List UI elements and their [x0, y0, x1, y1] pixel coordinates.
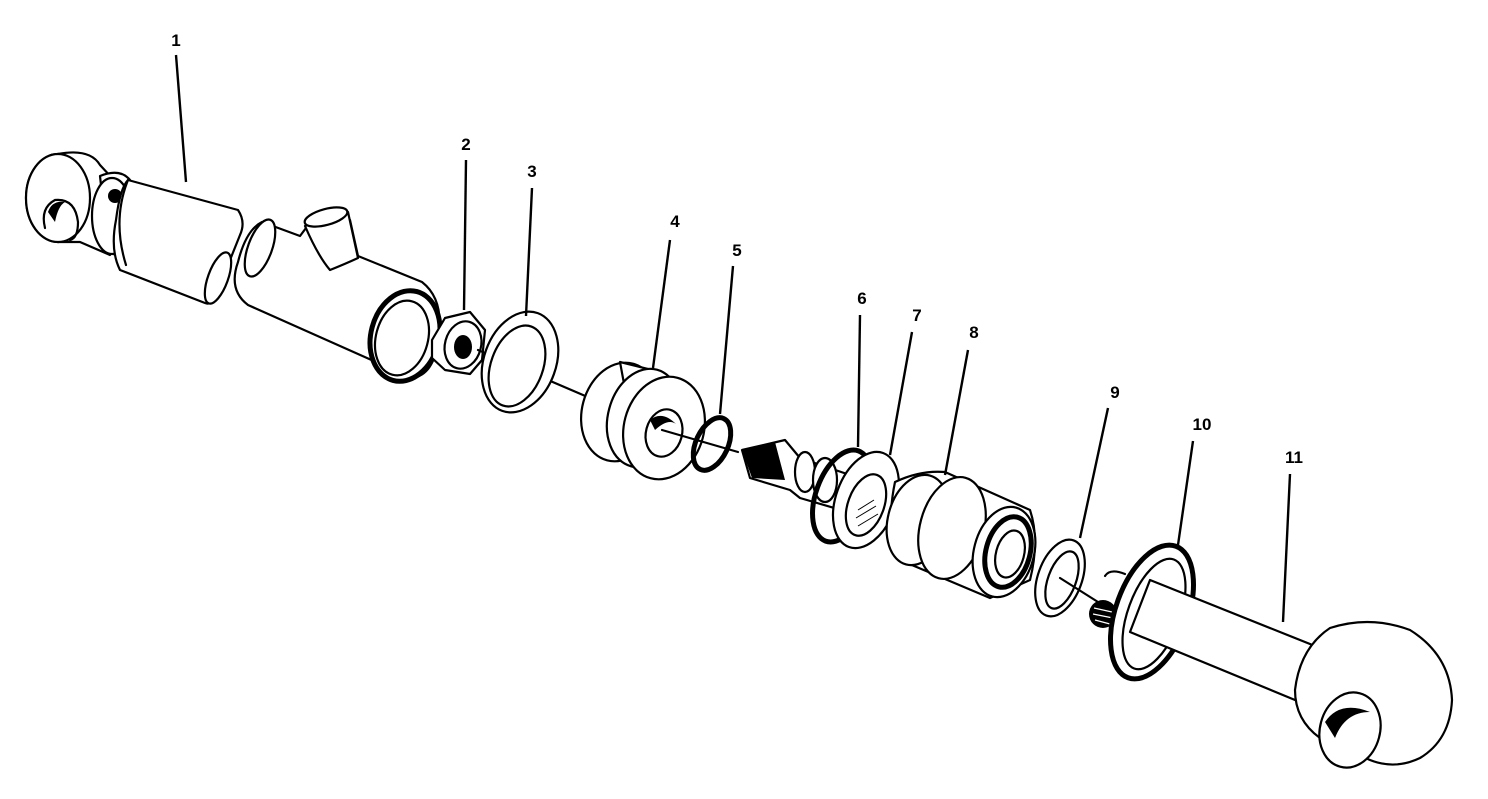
leader-6	[856, 314, 862, 448]
part-2-hex-nut	[430, 310, 592, 400]
leader-2	[462, 159, 468, 311]
part-5-o-ring	[690, 415, 734, 473]
callout-1: 1	[171, 31, 181, 50]
leader-9	[1078, 407, 1110, 539]
callout-5: 5	[732, 241, 742, 260]
leader-1	[174, 54, 188, 183]
callout-10: 10	[1192, 415, 1212, 434]
callout-8: 8	[969, 323, 979, 342]
callout-6: 6	[857, 289, 867, 308]
part-9-wiper-seal	[1034, 538, 1100, 618]
leader-10	[1176, 440, 1195, 546]
callout-7: 7	[912, 306, 922, 325]
leader-8	[943, 349, 970, 476]
leader-7	[888, 331, 914, 456]
leader-3	[524, 187, 534, 317]
part-3-washer-ring	[480, 310, 560, 414]
leader-lines	[174, 54, 1292, 623]
callout-3: 3	[527, 162, 537, 181]
callout-2: 2	[461, 135, 471, 154]
part-1-cylinder-barrel	[24, 151, 443, 384]
part-11-piston-rod	[1103, 570, 1454, 769]
leader-5	[718, 265, 735, 415]
leader-4	[651, 239, 672, 369]
leader-11	[1281, 473, 1292, 623]
part-4-piston	[579, 360, 740, 481]
callout-4: 4	[670, 212, 680, 231]
callout-9: 9	[1110, 383, 1120, 402]
part-8-cylinder-head	[885, 470, 1037, 600]
callout-11: 11	[1285, 448, 1303, 467]
